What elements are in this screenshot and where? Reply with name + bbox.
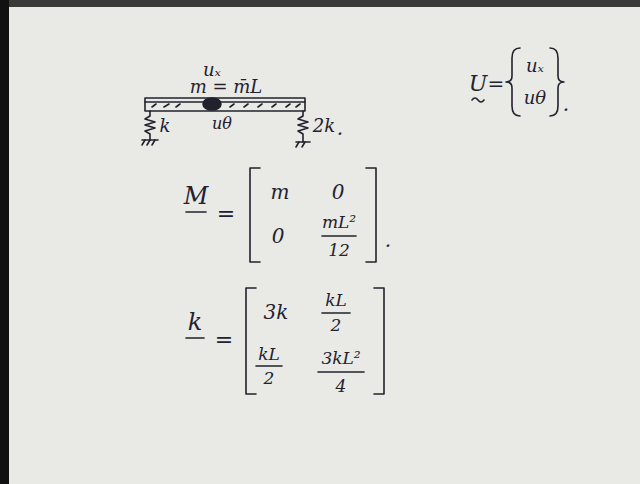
- punctuation: .: [337, 117, 343, 139]
- spring-symbol: [145, 111, 155, 140]
- vector-entry: uₓ: [526, 56, 544, 76]
- matrix-entry: 2: [331, 316, 342, 335]
- matrix-entry: kL: [325, 291, 347, 310]
- ground-hatching: [296, 142, 305, 147]
- matrix-bracket: [374, 288, 384, 394]
- matrix-entry: kL: [258, 345, 280, 364]
- matrix-entry: 12: [328, 241, 350, 260]
- ground-hatching: [142, 140, 155, 145]
- matrix-bracket: [250, 168, 260, 262]
- beam-hatching: [152, 104, 300, 107]
- matrix-entry: m: [271, 181, 290, 203]
- matrix-underline: [186, 211, 206, 213]
- spring-label: k: [160, 116, 171, 136]
- top-frame: [0, 0, 640, 7]
- beam-inner-line: [145, 101, 305, 103]
- fraction-bar: [322, 312, 350, 314]
- mass-label: m = m̄L: [190, 77, 263, 97]
- spring-label: 2k: [313, 116, 335, 136]
- equals-sign: =: [217, 202, 235, 226]
- mass-point: [203, 98, 221, 110]
- matrix-underline: [186, 337, 204, 339]
- matrix-entry: 0: [272, 225, 285, 247]
- left-frame: [0, 0, 9, 484]
- fraction-bar: [318, 371, 364, 373]
- matrix-entry: 0: [332, 181, 345, 203]
- vector-entry: uθ: [524, 88, 546, 108]
- fraction-bar: [256, 365, 282, 367]
- matrix-entry: mL²: [322, 213, 356, 232]
- punctuation: .: [385, 229, 391, 251]
- vector-brace: [506, 48, 520, 116]
- matrix-bracket: [366, 168, 376, 262]
- matrix-entry: 3k: [264, 301, 289, 323]
- matrix-entry: 4: [336, 377, 347, 396]
- punctuation: .: [563, 93, 569, 115]
- beam-outline: [145, 98, 305, 111]
- matrix-name: M: [184, 183, 209, 209]
- spring-symbol: [298, 111, 308, 142]
- rotation-label: uθ: [212, 115, 232, 133]
- equals-sign: =: [215, 328, 233, 352]
- vector-tilde: [472, 98, 484, 102]
- fraction-bar: [322, 235, 356, 237]
- matrix-bracket: [246, 288, 256, 394]
- matrix-entry: 3kL²: [321, 349, 360, 368]
- vector-brace: [550, 48, 564, 116]
- matrix-name: k: [188, 309, 203, 335]
- matrix-entry: 2: [264, 369, 275, 388]
- equals-sign: =: [488, 73, 505, 95]
- vector-name: U: [469, 72, 488, 96]
